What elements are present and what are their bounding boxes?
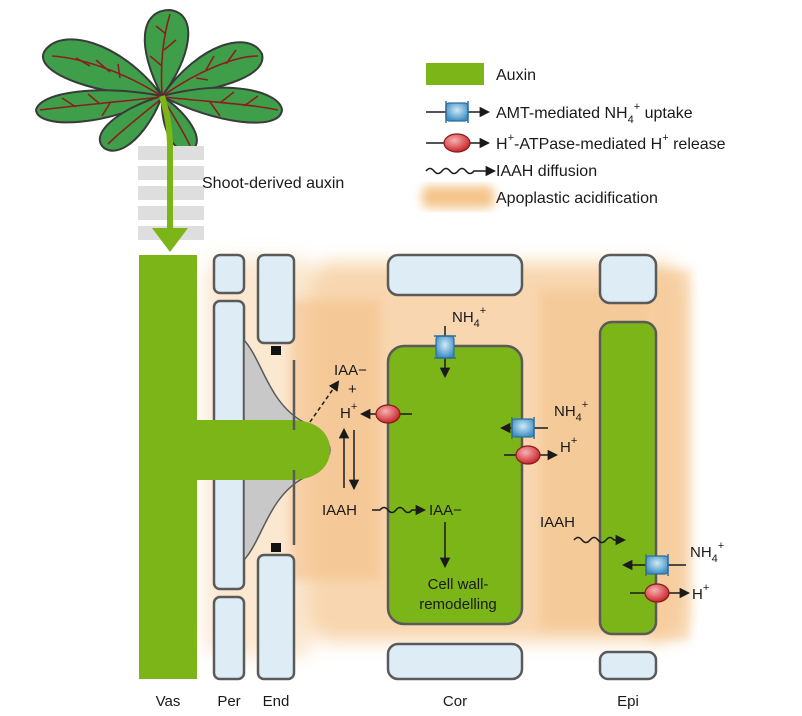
endodermis bbox=[256, 253, 296, 681]
epidermis-h-label: H+ bbox=[692, 582, 709, 603]
casparian-strip bbox=[271, 543, 281, 552]
iaa-minus-label: IAA− bbox=[334, 362, 367, 379]
cortex-right-atpase-icon bbox=[515, 445, 541, 465]
shoot-derived-auxin-label: Shoot-derived auxin bbox=[202, 175, 344, 192]
epidermis-cell-main bbox=[598, 320, 658, 636]
cortex-cell-bottom bbox=[386, 642, 524, 681]
vas-auxin-column bbox=[139, 255, 197, 679]
legend-acidification-label: Apoplastic acidification bbox=[496, 190, 658, 207]
tissue-labels: Vas Per End Cor Epi bbox=[156, 693, 639, 710]
epidermis-amt bbox=[621, 554, 686, 576]
cortex-left-atpase-icon bbox=[375, 404, 401, 424]
plus-sign-label: + bbox=[348, 381, 357, 398]
cortex-right-h-label: H+ bbox=[560, 435, 577, 456]
tissue-label-per: Per bbox=[217, 693, 240, 710]
tissue-label-epi: Epi bbox=[617, 693, 639, 710]
pericycle-cell bbox=[212, 595, 246, 681]
legend-acidification-swatch bbox=[422, 186, 494, 208]
legend-iaah-label: IAAH diffusion bbox=[496, 163, 597, 180]
cortex-iaa-minus-label: IAA− bbox=[429, 502, 462, 519]
cortex-cell-top bbox=[386, 253, 524, 297]
legend-auxin-label: Auxin bbox=[496, 67, 536, 84]
plant-shoot bbox=[34, 8, 284, 153]
h-atpase-pump-icon bbox=[443, 133, 471, 153]
amt-transporter-icon bbox=[445, 101, 469, 123]
pericycle-cell bbox=[212, 253, 246, 295]
auxin-down-arrow bbox=[152, 228, 188, 252]
cortex-top-nh4-label: NH4+ bbox=[452, 305, 486, 330]
cortex-cell-main bbox=[386, 344, 524, 626]
casparian-strip bbox=[271, 346, 281, 355]
h-plus-label: H+ bbox=[340, 401, 357, 422]
cortex bbox=[386, 253, 524, 681]
legend-atpase-label: H+-ATPase-mediated H+ release bbox=[496, 132, 726, 153]
epidermis bbox=[598, 253, 658, 681]
leaf bbox=[143, 8, 190, 98]
endodermis-cell bbox=[256, 553, 296, 681]
cortex-right-nh4-label: NH4+ bbox=[554, 399, 588, 424]
tissue-label-end: End bbox=[263, 693, 290, 710]
tissue-label-cor: Cor bbox=[443, 693, 467, 710]
cortex-top-amt bbox=[434, 326, 456, 379]
diffusion-wavy-arrow-icon bbox=[425, 165, 497, 177]
iaah-left-label: IAAH bbox=[322, 502, 357, 519]
legend-auxin-swatch bbox=[426, 63, 484, 85]
leaf bbox=[159, 86, 284, 124]
epidermis-iaah-diffusion-arrow bbox=[573, 534, 627, 546]
endodermis-cell bbox=[256, 253, 296, 345]
iaah-right-label: IAAH bbox=[540, 514, 575, 531]
leaf bbox=[34, 89, 165, 124]
legend-amt-label: AMT-mediated NH4+ uptake bbox=[496, 101, 693, 126]
iaa-release-dashed-arrow bbox=[309, 380, 340, 423]
auxin-transport-column bbox=[138, 140, 204, 252]
cell-wall-label-line1: Cell wall- bbox=[428, 576, 489, 593]
epidermis-atpase-icon bbox=[644, 583, 670, 603]
cell-wall-label-line2: remodelling bbox=[419, 596, 497, 613]
legend: Auxin AMT-mediated NH4+ uptake H+-ATPase… bbox=[422, 63, 726, 208]
epidermis-cell-bottom bbox=[598, 650, 658, 681]
epidermis-cell-top bbox=[598, 253, 658, 305]
cortex-right-amt bbox=[499, 417, 548, 439]
epidermis-nh4-label: NH4+ bbox=[690, 540, 724, 565]
tissue-label-vas: Vas bbox=[156, 693, 181, 710]
cortex-iaah-diffusion-arrow bbox=[372, 504, 427, 516]
